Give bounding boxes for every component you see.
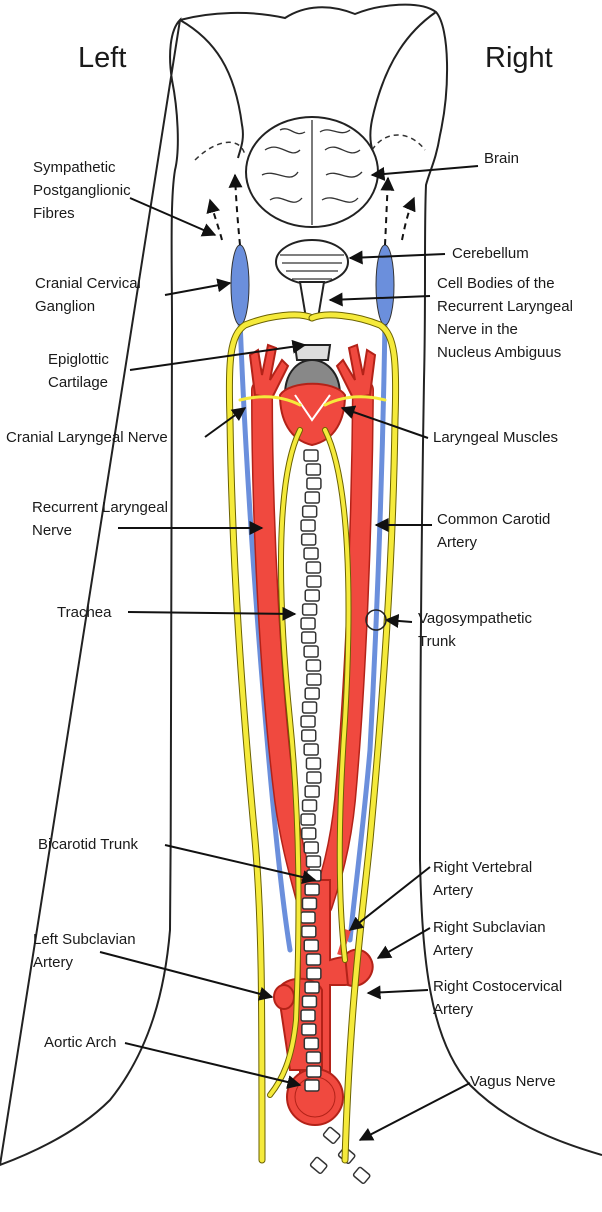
- tracheal-ring: [301, 716, 315, 727]
- left-side-label: Left: [78, 42, 126, 75]
- label-trachea: Trachea: [57, 601, 111, 624]
- bronchial-ring: [323, 1127, 341, 1144]
- label-aortic-arch: Aortic Arch: [44, 1031, 117, 1054]
- tracheal-ring: [302, 534, 316, 545]
- tracheal-ring: [304, 940, 318, 951]
- left-subclavian-artery: [274, 985, 294, 1009]
- tracheal-ring: [305, 982, 319, 993]
- label-brain: Brain: [484, 147, 519, 170]
- tracheal-ring: [306, 856, 320, 867]
- tracheal-ring: [303, 604, 317, 615]
- label-laryngeal-muscles: Laryngeal Muscles: [433, 426, 558, 449]
- tracheal-ring: [307, 772, 321, 783]
- tracheal-ring: [307, 478, 321, 489]
- tracheal-ring: [307, 1052, 321, 1063]
- right-side-label: Right: [485, 42, 553, 75]
- tracheal-ring: [301, 912, 315, 923]
- tracheal-ring: [301, 814, 315, 825]
- tracheal-ring: [303, 506, 317, 517]
- tracheal-ring: [302, 996, 316, 1007]
- tracheal-ring: [304, 548, 318, 559]
- label-vagus-nerve: Vagus Nerve: [470, 1070, 556, 1093]
- left-cranial-cervical-ganglion: [231, 245, 249, 325]
- tracheal-ring: [302, 1024, 316, 1035]
- tracheal-ring: [306, 758, 320, 769]
- tracheal-ring: [307, 674, 321, 685]
- tracheal-ring: [307, 968, 321, 979]
- larynx: [280, 345, 345, 445]
- tracheal-ring: [302, 898, 316, 909]
- tracheal-ring: [302, 926, 316, 937]
- tracheal-ring: [301, 520, 315, 531]
- tracheal-ring: [305, 492, 319, 503]
- tracheal-ring: [303, 702, 317, 713]
- tracheal-ring: [301, 1010, 315, 1021]
- tracheal-ring: [304, 450, 318, 461]
- tracheal-ring: [306, 562, 320, 573]
- tracheal-ring: [305, 590, 319, 601]
- label-cranial-laryngeal-nerve: Cranial Laryngeal Nerve: [6, 426, 168, 449]
- label-bicarotid-trunk: Bicarotid Trunk: [38, 833, 138, 856]
- tracheal-ring: [302, 828, 316, 839]
- tracheal-ring: [305, 884, 319, 895]
- tracheal-ring: [302, 632, 316, 643]
- label-cerebellum: Cerebellum: [452, 242, 529, 265]
- tracheal-ring: [301, 618, 315, 629]
- tracheal-ring: [305, 786, 319, 797]
- bronchial-ring: [353, 1167, 371, 1184]
- tracheal-ring: [307, 576, 321, 587]
- tracheal-ring: [306, 464, 320, 475]
- tracheal-ring: [303, 800, 317, 811]
- tracheal-ring: [306, 954, 320, 965]
- tracheal-ring: [304, 842, 318, 853]
- brain: [246, 117, 378, 318]
- right-orbit: [372, 135, 425, 150]
- tracheal-ring: [304, 744, 318, 755]
- tracheal-ring: [302, 730, 316, 741]
- tracheal-ring: [304, 646, 318, 657]
- bronchial-ring: [310, 1157, 328, 1174]
- tracheal-ring: [304, 1038, 318, 1049]
- tracheal-ring: [306, 660, 320, 671]
- tracheal-ring: [305, 1080, 319, 1091]
- tracheal-ring: [305, 688, 319, 699]
- tracheal-ring: [307, 1066, 321, 1077]
